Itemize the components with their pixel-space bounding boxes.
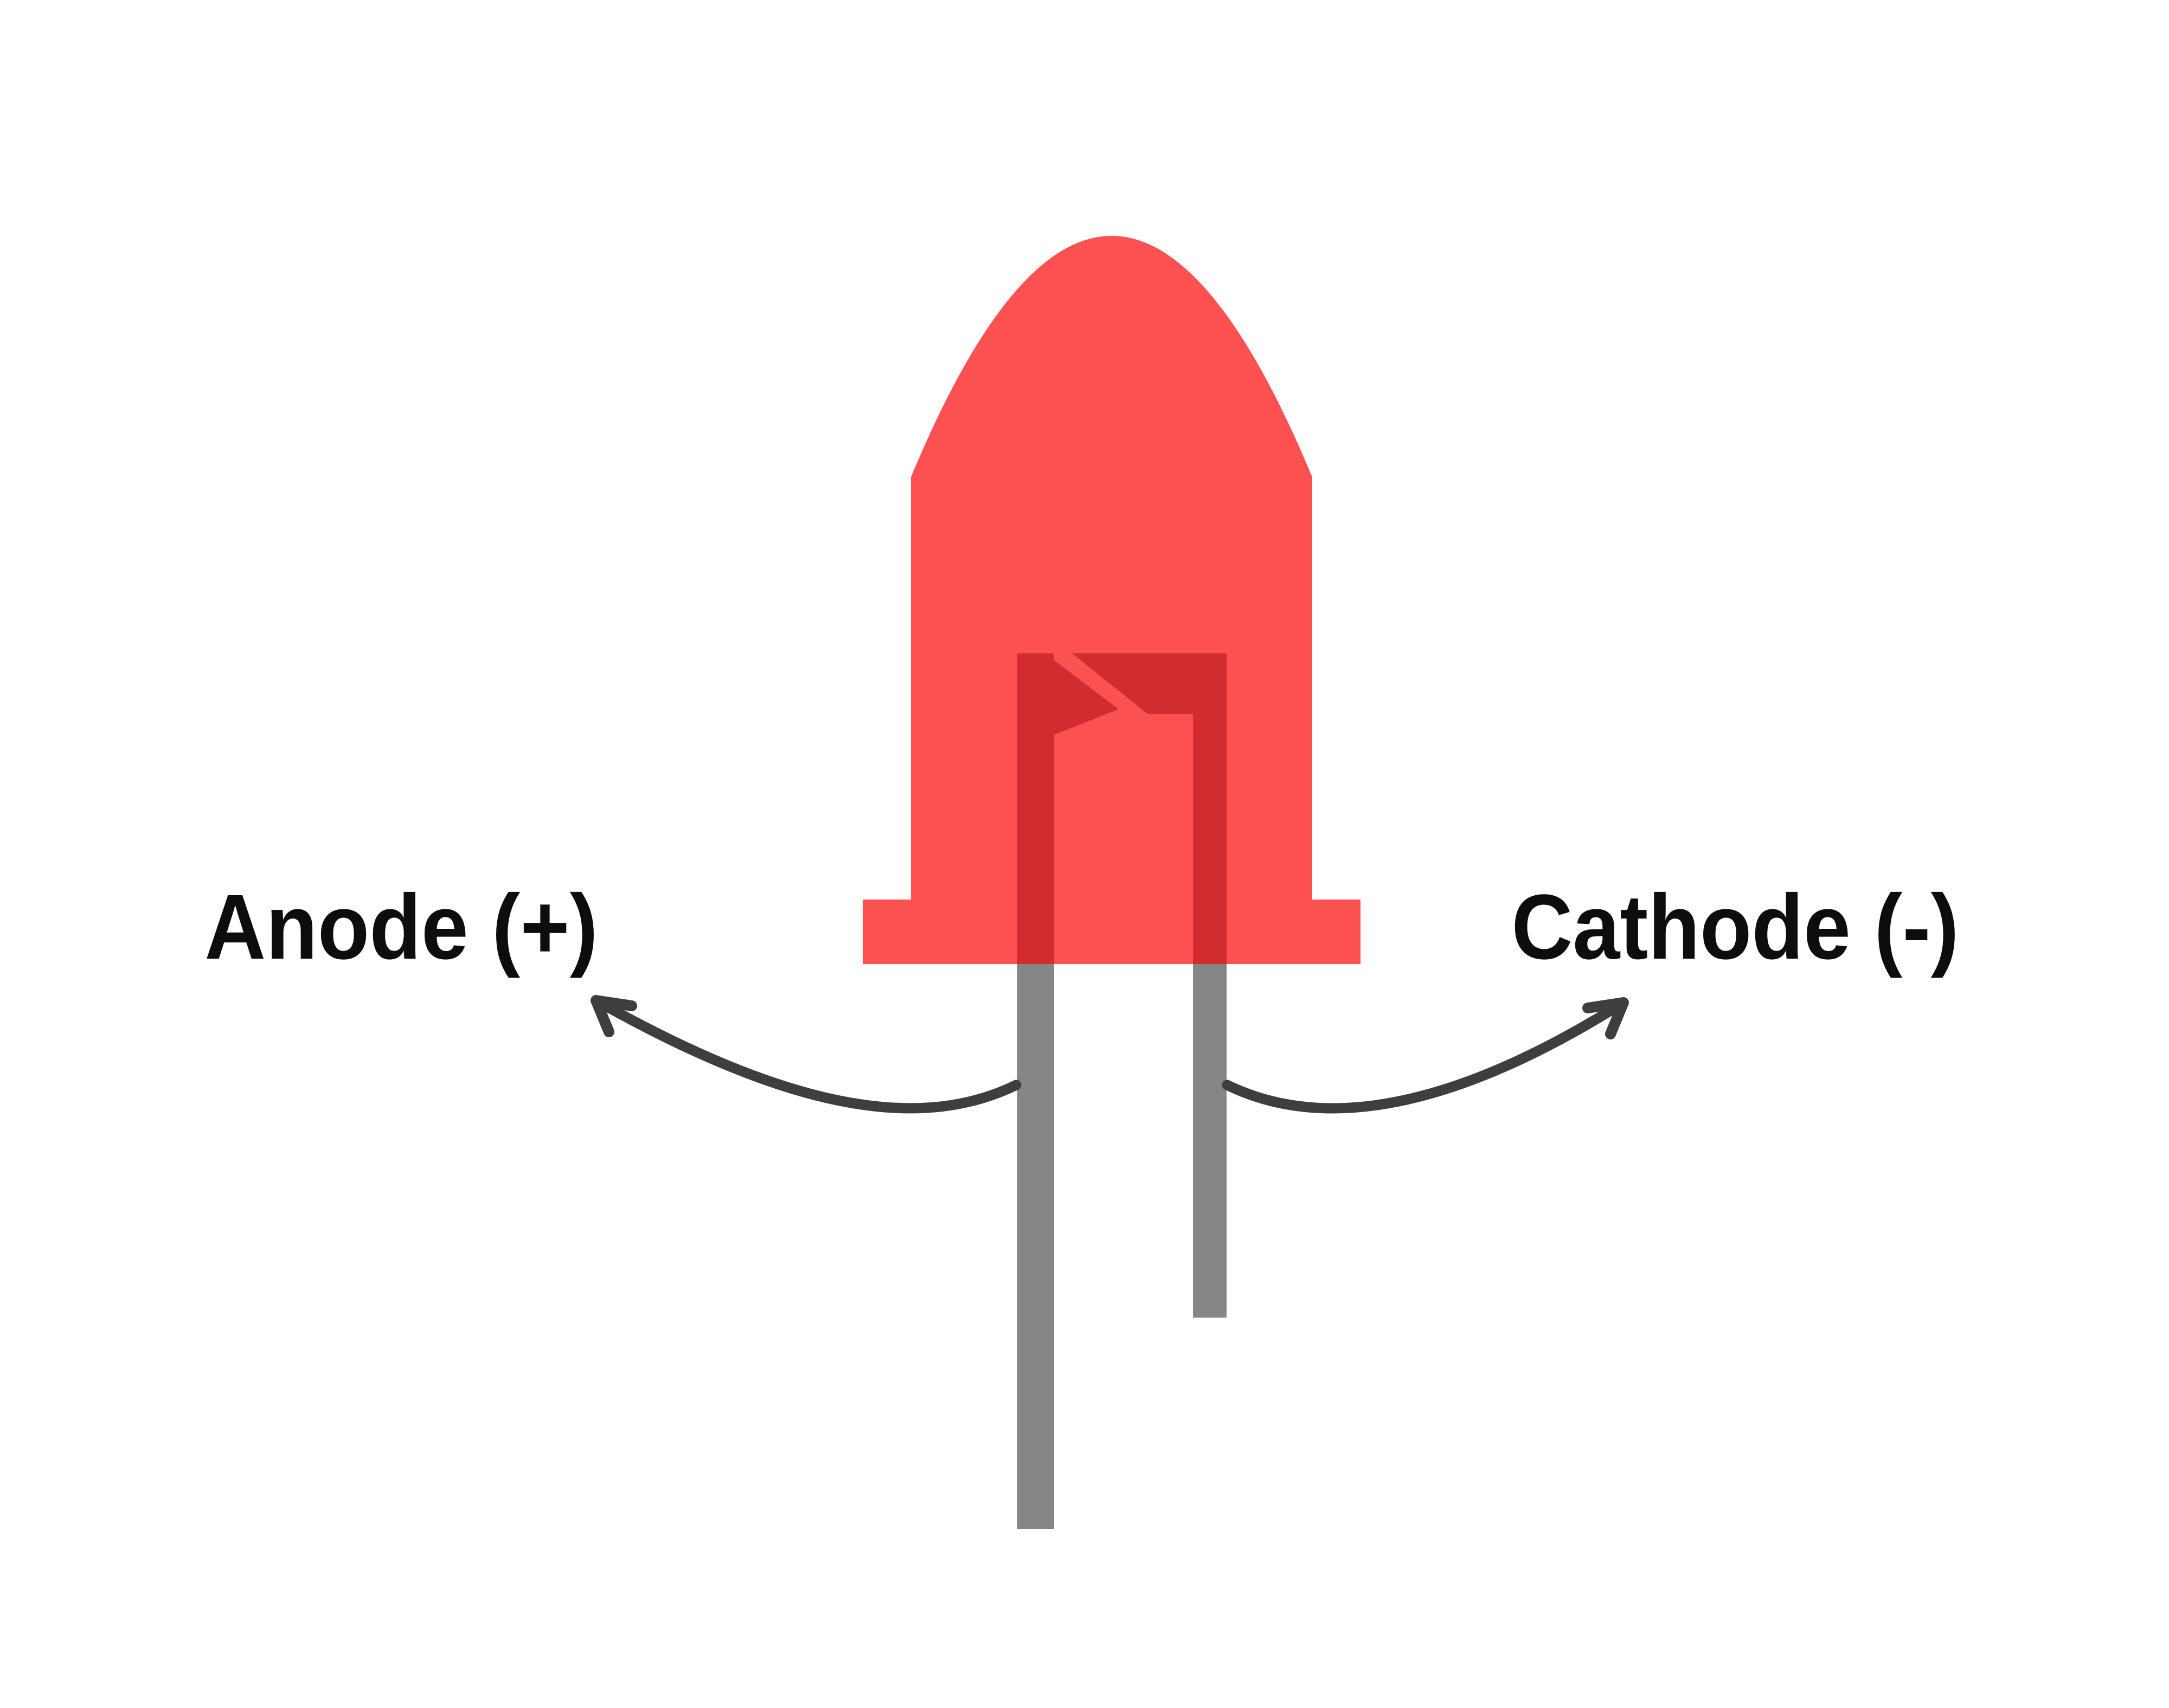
led-internal-cathode-post [1072,653,1227,964]
cathode-lead [1193,964,1227,1318]
anode-lead [1017,964,1054,1529]
anode-arrow-shaft [591,995,1022,1114]
cathode-arrowhead-icon [1582,997,1629,1039]
led-body [863,236,1361,964]
cathode-label: Cathode (-) [1511,875,1959,978]
cathode-arrow-shaft [1222,997,1629,1114]
led-internal-anode-post [1017,653,1119,964]
anode-arrowhead-icon [591,995,637,1037]
anode-label: Anode (+) [204,875,598,978]
